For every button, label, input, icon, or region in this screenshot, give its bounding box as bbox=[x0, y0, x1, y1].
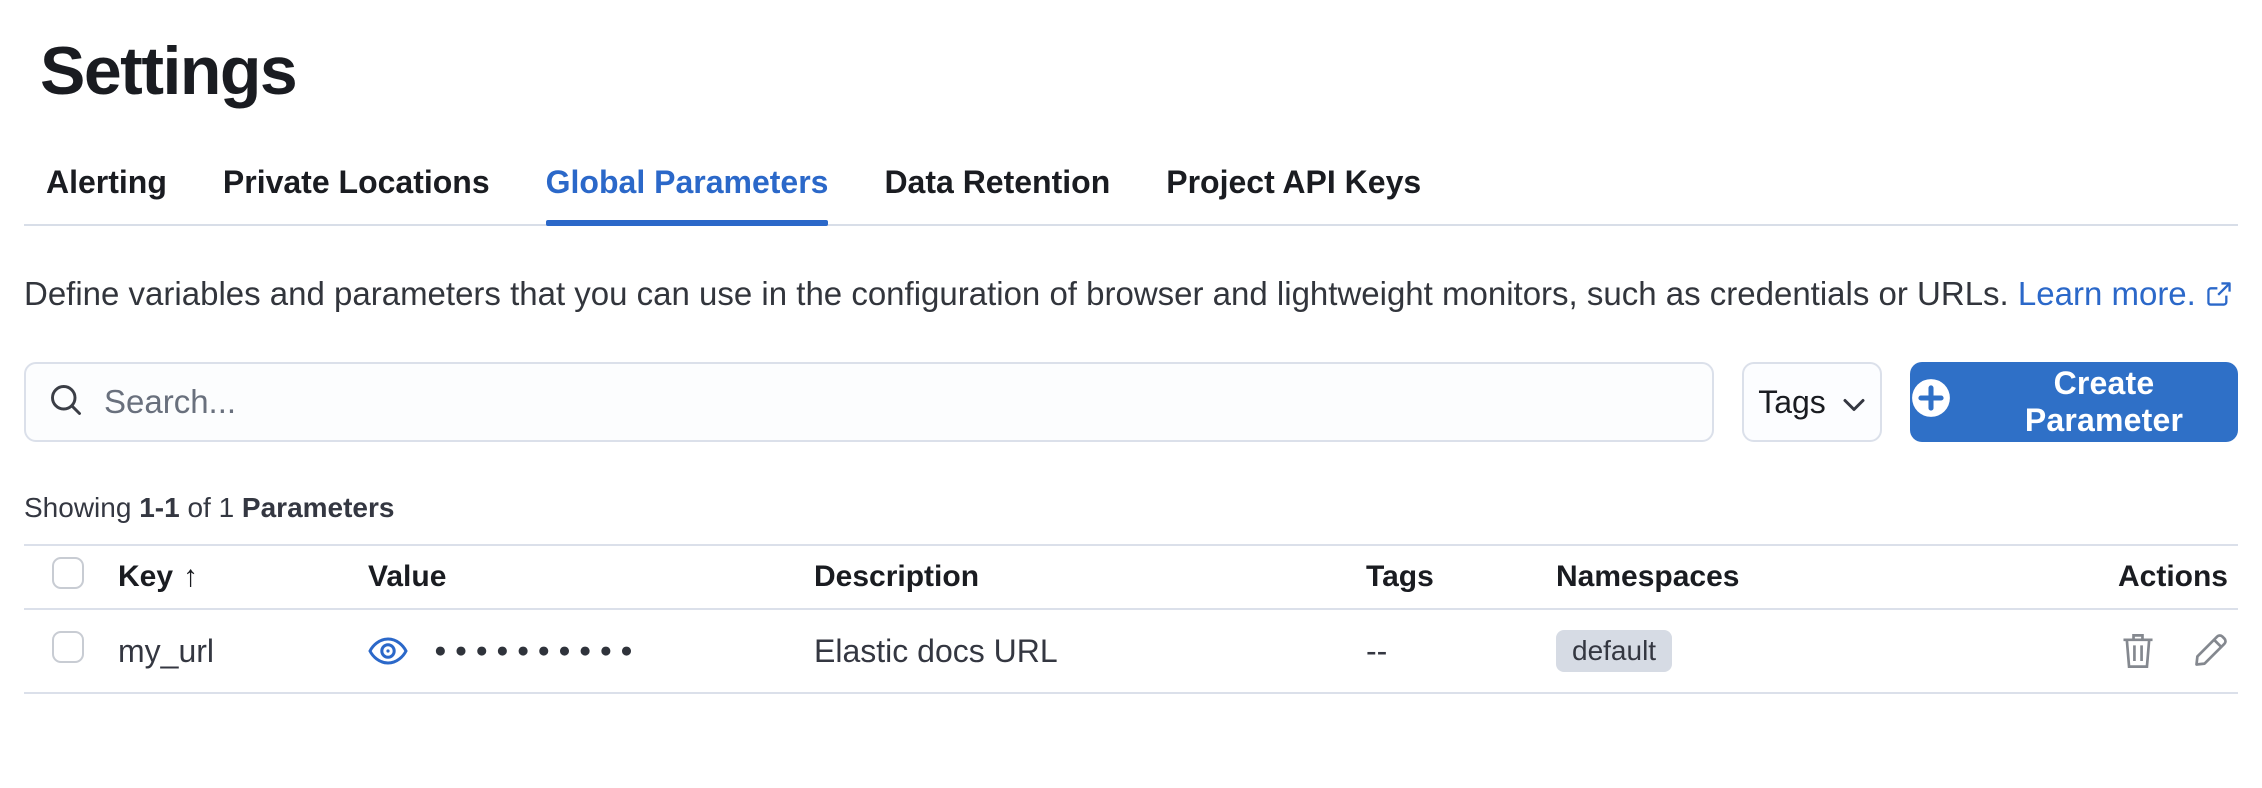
page-description: Define variables and parameters that you… bbox=[24, 268, 2238, 322]
learn-more-link[interactable]: Learn more. bbox=[2018, 275, 2232, 312]
sort-ascending-icon: ↑ bbox=[183, 560, 199, 593]
column-header-actions: Actions bbox=[2117, 560, 2228, 593]
namespace-badge: default bbox=[1556, 630, 1673, 672]
row-tags: -- bbox=[1366, 632, 1388, 669]
synthetics-settings-page: Settings Alerting Private Locations Glob… bbox=[0, 34, 2262, 694]
column-header-tags: Tags bbox=[1366, 560, 1434, 593]
trash-icon bbox=[2120, 634, 2156, 673]
create-parameter-button[interactable]: Create Parameter bbox=[1910, 362, 2238, 442]
delete-parameter-button[interactable] bbox=[2120, 632, 2156, 670]
page-title: Settings bbox=[40, 33, 298, 109]
row-actions bbox=[1942, 632, 2238, 670]
tab-alerting[interactable]: Alerting bbox=[46, 164, 167, 200]
eye-icon bbox=[368, 637, 408, 669]
reveal-value-button[interactable] bbox=[368, 636, 408, 666]
parameters-table: Key ↑ Value Description Tags Namespaces A… bbox=[24, 544, 2238, 694]
row-key: my_url bbox=[118, 632, 215, 669]
tags-filter-label: Tags bbox=[1758, 383, 1826, 420]
select-all-checkbox[interactable] bbox=[52, 557, 84, 589]
row-description: Elastic docs URL bbox=[814, 632, 1058, 669]
external-link-icon bbox=[2206, 270, 2232, 322]
select-all-cell bbox=[24, 557, 104, 597]
column-header-key[interactable]: Key ↑ bbox=[104, 560, 354, 594]
tags-filter-button[interactable]: Tags bbox=[1742, 362, 1882, 442]
table-header-row: Key ↑ Value Description Tags Namespaces A… bbox=[24, 544, 2238, 610]
summary-prefix: Showing bbox=[24, 492, 132, 523]
plus-in-circle-icon bbox=[1910, 377, 1952, 427]
column-header-namespaces: Namespaces bbox=[1556, 560, 1740, 593]
chevron-down-icon bbox=[1842, 384, 1866, 421]
row-namespaces: default bbox=[1542, 630, 1942, 672]
tab-global-parameters[interactable]: Global Parameters bbox=[545, 160, 828, 226]
tab-project-api-keys[interactable]: Project API Keys bbox=[1166, 164, 1422, 200]
pencil-icon bbox=[2192, 634, 2228, 672]
summary-middle: of 1 bbox=[187, 492, 235, 523]
edit-parameter-button[interactable] bbox=[2192, 633, 2228, 669]
search-icon bbox=[48, 382, 84, 423]
summary-entity: Parameters bbox=[241, 492, 395, 523]
tab-bar: Alerting Private Locations Global Parame… bbox=[24, 160, 2238, 226]
create-parameter-label: Create Parameter bbox=[2024, 365, 2184, 438]
search-input[interactable] bbox=[104, 383, 1690, 421]
results-summary: Showing 1-1 of 1 Parameters bbox=[24, 492, 2238, 524]
column-key-label: Key bbox=[118, 560, 174, 593]
table-row: my_url ●●●●●●●●●● Elastic docs URL -- de… bbox=[24, 610, 2238, 694]
row-checkbox[interactable] bbox=[52, 631, 84, 663]
tab-private-locations[interactable]: Private Locations bbox=[222, 164, 490, 200]
parameters-toolbar: Tags Create Parameter bbox=[24, 362, 2238, 442]
summary-range: 1-1 bbox=[139, 492, 180, 523]
row-value-cell: ●●●●●●●●●● bbox=[354, 635, 800, 667]
learn-more-label: Learn more. bbox=[2017, 275, 2196, 312]
tab-data-retention[interactable]: Data Retention bbox=[884, 164, 1111, 200]
masked-value: ●●●●●●●●●● bbox=[434, 639, 641, 662]
search-box[interactable] bbox=[24, 362, 1714, 442]
description-text: Define variables and parameters that you… bbox=[24, 275, 2009, 312]
row-select-cell bbox=[24, 631, 104, 671]
column-header-description: Description bbox=[814, 560, 980, 593]
column-header-value: Value bbox=[368, 560, 447, 593]
